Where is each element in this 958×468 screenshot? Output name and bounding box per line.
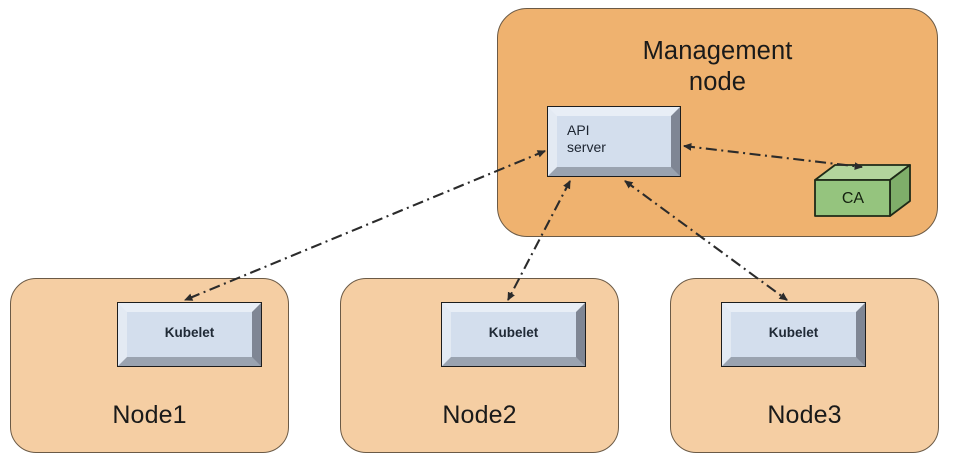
kubelet-label-node-1: Kubelet [164, 325, 215, 340]
api-server-label: API server [567, 122, 606, 155]
kubelet-label-node-3: Kubelet [768, 325, 819, 340]
ca-label: CA [841, 190, 865, 207]
worker-node-2-label: Node2 [442, 401, 517, 429]
kubelet-box-node-2: Kubelet [441, 302, 586, 367]
ca-shape-icon [814, 164, 911, 217]
ca-cuboid: CA [813, 163, 912, 218]
kubelet-box-node-3: Kubelet [721, 302, 866, 367]
worker-node-3-label: Node3 [767, 401, 842, 429]
api-server-box: API server [547, 106, 681, 177]
kubelet-box-node-1: Kubelet [117, 302, 262, 367]
management-node-label: Management node [642, 37, 793, 96]
kubelet-label-node-2: Kubelet [488, 325, 539, 340]
worker-node-1-label: Node1 [112, 401, 187, 429]
